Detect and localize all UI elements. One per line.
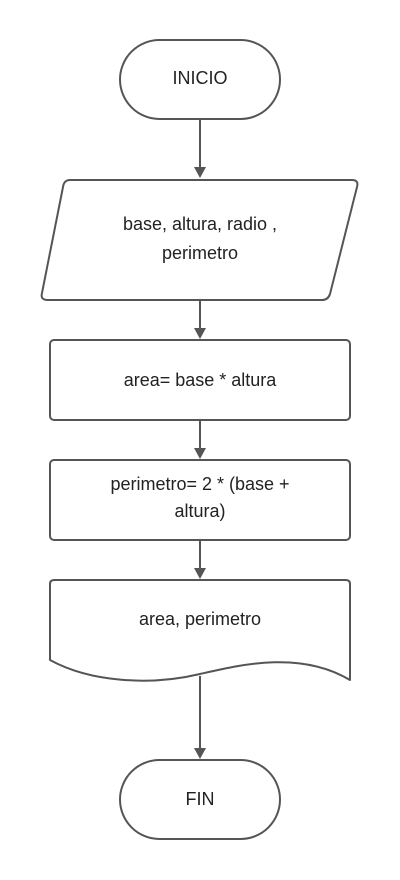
start-label: INICIO bbox=[172, 68, 227, 88]
process-perimetro-label-line-1: perimetro= 2 * (base + bbox=[110, 474, 289, 494]
process-area-label: area= base * altura bbox=[124, 370, 278, 390]
input-label-line-1: base, altura, radio , bbox=[123, 214, 277, 234]
connector-start-input bbox=[194, 119, 206, 178]
end-label: FIN bbox=[186, 789, 215, 809]
output-label: area, perimetro bbox=[139, 609, 261, 629]
end-node: FIN bbox=[119, 759, 281, 840]
process-perimetro-label-line-2: altura) bbox=[174, 501, 225, 521]
input-label-line-2: perimetro bbox=[162, 243, 238, 263]
process-area-node: area= base * altura bbox=[49, 339, 351, 421]
start-node: INICIO bbox=[119, 39, 281, 120]
input-node: base, altura, radio , perimetro bbox=[40, 179, 359, 301]
process-perimetro-node: perimetro= 2 * (base + altura) bbox=[49, 459, 351, 541]
connector-output-end bbox=[194, 676, 206, 759]
connector-area-perimetro bbox=[194, 420, 206, 459]
connector-input-area bbox=[194, 300, 206, 339]
connector-perimetro-output bbox=[194, 540, 206, 579]
output-node: area, perimetro bbox=[49, 579, 351, 682]
